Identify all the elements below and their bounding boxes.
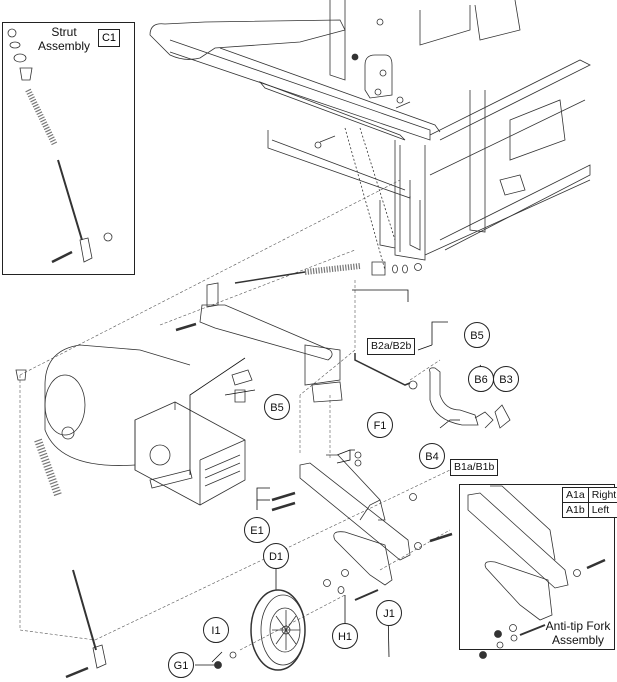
antitip-fork-illustration — [467, 485, 606, 659]
arrow-lines — [189, 289, 489, 666]
variant-side: Left — [587, 502, 617, 518]
chassis-frame — [149, 0, 591, 271]
callout-b5-mid: B5 — [264, 394, 290, 420]
callout-i1: I1 — [203, 617, 229, 643]
strut-title-line1: Strut — [51, 25, 77, 39]
variant-side: Right — [587, 487, 617, 503]
motor-gearbox — [44, 344, 246, 506]
callout-e1: E1 — [244, 517, 270, 543]
loose-strut — [15, 369, 107, 679]
antitip-fork-title: Anti-tip Fork Assembly — [540, 619, 616, 647]
callout-g1: G1 — [168, 652, 194, 678]
callout-j1: J1 — [376, 600, 402, 626]
callout-b4: B4 — [419, 443, 445, 469]
caster-wheel — [214, 589, 306, 671]
antitip-title-line1: Anti-tip Fork — [545, 619, 611, 633]
b-hardware — [354, 353, 511, 429]
variant-row: A1a Right — [562, 487, 617, 503]
antitip-fork-inset — [459, 484, 615, 650]
strut-illustration — [7, 28, 113, 264]
variant-code: A1a — [562, 487, 589, 503]
antitip-title-line2: Assembly — [551, 633, 604, 647]
strut-assembly-title: Strut Assembly — [32, 25, 96, 53]
callout-h1: H1 — [332, 623, 358, 649]
antitip-fork — [271, 380, 453, 601]
variant-row: A1b Left — [562, 502, 617, 518]
callout-d1: D1 — [263, 543, 289, 569]
strut-assembly-tag: C1 — [98, 29, 120, 47]
strut-assembly-inset — [2, 22, 135, 275]
strut-linkage — [175, 261, 422, 332]
label-b1: B1a/B1b — [450, 459, 499, 476]
strut-title-line2: Assembly — [37, 39, 90, 53]
motor-mount-plate — [199, 304, 343, 403]
callout-b3: B3 — [493, 366, 519, 392]
label-b2: B2a/B2b — [367, 338, 416, 355]
variant-code: A1b — [562, 502, 589, 518]
callout-b5-top: B5 — [464, 322, 490, 348]
variant-table: A1a Right A1b Left — [562, 487, 617, 518]
callout-b6: B6 — [468, 366, 494, 392]
callout-f1: F1 — [367, 412, 393, 438]
